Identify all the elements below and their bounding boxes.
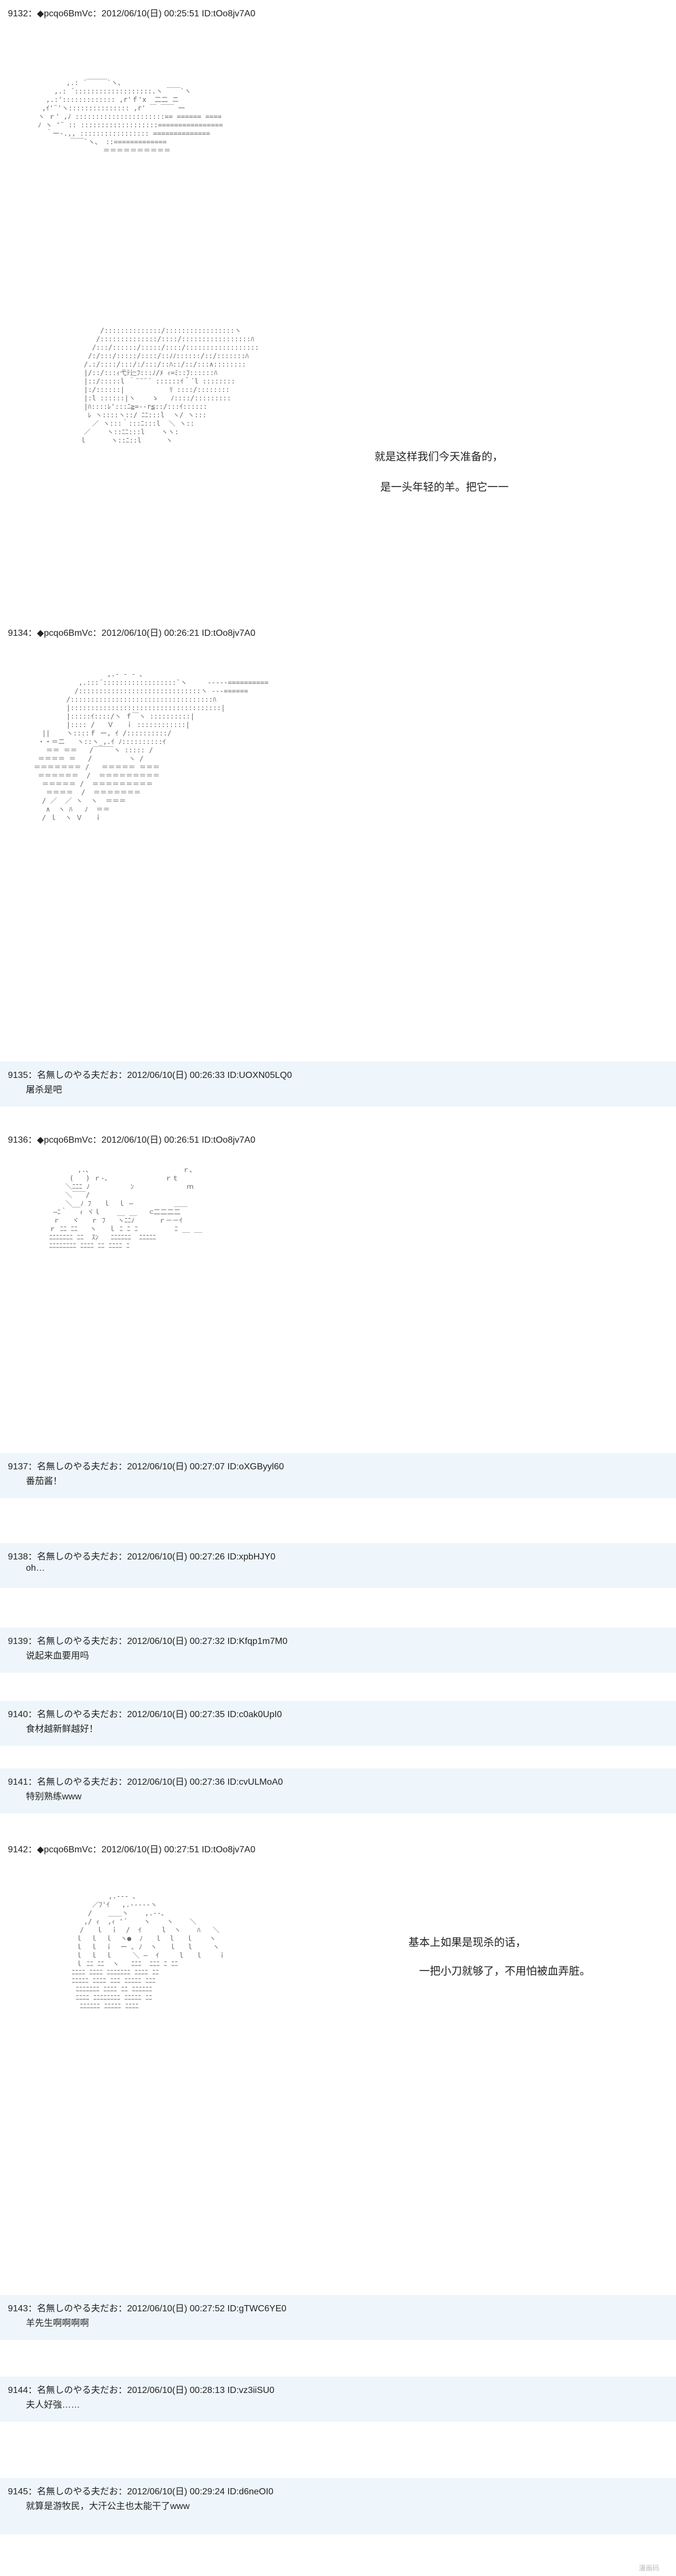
post-9135: 9135：名無しのやる夫だお：2012/06/10(日) 00:26:33 ID… bbox=[0, 1062, 676, 1107]
speech-line: 就是这样我们今天准备的， bbox=[375, 451, 504, 463]
post-header: 9138：名無しのやる夫だお：2012/06/10(日) 00:27:26 ID… bbox=[8, 1552, 275, 1562]
post-body: 番茄酱！ bbox=[26, 1477, 63, 1486]
post-body: 食材越新鲜越好！ bbox=[26, 1724, 99, 1734]
post-body: 羊先生啊啊啊啊 bbox=[26, 2319, 90, 2328]
watermark: 漫画码 bbox=[638, 2564, 659, 2572]
post-header: 9144：名無しのやる夫だお：2012/06/10(日) 00:28:13 ID… bbox=[8, 2386, 275, 2395]
post-body: 就算是游牧民，大汗公主也太能干了www bbox=[26, 2502, 190, 2511]
post-9140: 9140：名無しのやる夫だお：2012/06/10(日) 00:27:35 ID… bbox=[0, 1701, 676, 1746]
post-9144: 9144：名無しのやる夫だお：2012/06/10(日) 00:28:13 ID… bbox=[0, 2377, 676, 2422]
speech-line: 是一头年轻的羊。把它一一 bbox=[380, 482, 509, 493]
post-body: 屠杀是吧 bbox=[26, 1085, 63, 1095]
post-9145: 9145：名無しのやる夫だお：2012/06/10(日) 00:29:24 ID… bbox=[0, 2478, 676, 2534]
speech-line: 一把小刀就够了，不用怕被血弄脏。 bbox=[419, 1966, 591, 1977]
post-header: 9141：名無しのやる夫だお：2012/06/10(日) 00:27:36 ID… bbox=[8, 1777, 283, 1787]
post-header: 9145：名無しのやる夫だお：2012/06/10(日) 00:29:24 ID… bbox=[8, 2487, 274, 2497]
post-header: 9136：◆pcqo6BmVc：2012/06/10(日) 00:26:51 I… bbox=[8, 1135, 256, 1145]
ascii-art-text: ,.､ ｒ､ ( ) ｒ-､ ｒｔ ＼ﾆﾆﾆ ﾉ ﾝ ｍ ＼￣￣/ ＼__ﾉ ﾌ… bbox=[49, 1166, 203, 1250]
post-body: 夫人好強…… bbox=[26, 2400, 81, 2410]
post-header: 9134：◆pcqo6BmVc：2012/06/10(日) 00:26:21 I… bbox=[8, 629, 256, 638]
post-9138: 9138：名無しのやる夫だお：2012/06/10(日) 00:27:26 ID… bbox=[0, 1543, 676, 1588]
post-body: oh… bbox=[26, 1563, 45, 1573]
post-9141: 9141：名無しのやる夫だお：2012/06/10(日) 00:27:36 ID… bbox=[0, 1768, 676, 1813]
post-9142: 9142：◆pcqo6BmVc：2012/06/10(日) 00:27:51 I… bbox=[0, 1836, 676, 2258]
post-header: 9143：名無しのやる夫だお：2012/06/10(日) 00:27:52 ID… bbox=[8, 2304, 287, 2314]
post-header: 9142：◆pcqo6BmVc：2012/06/10(日) 00:27:51 I… bbox=[8, 1845, 256, 1855]
ascii-art-text: /::::::::::::::/:::::::::::::::::ヽ /::::… bbox=[79, 327, 259, 444]
post-9137: 9137：名無しのやる夫だお：2012/06/10(日) 00:27:07 ID… bbox=[0, 1453, 676, 1498]
post-body: 说起来血要用吗 bbox=[26, 1651, 90, 1661]
post-body: 特别熟练www bbox=[26, 1792, 82, 1802]
post-9143: 9143：名無しのやる夫だお：2012/06/10(日) 00:27:52 ID… bbox=[0, 2295, 676, 2340]
post-9139: 9139：名無しのやる夫だお：2012/06/10(日) 00:27:32 ID… bbox=[0, 1628, 676, 1673]
ascii-art-text: ,.: ´￣￣￣`ヽ、 ,.: ´:::::::::::::::::::.ヽ ￣… bbox=[38, 79, 223, 154]
post-9134: 9134：◆pcqo6BmVc：2012/06/10(日) 00:26:21 I… bbox=[0, 620, 676, 1036]
ascii-art-text: ,.- ‐ - ､ ,.:::´::::::::::::::::::`ヽ ---… bbox=[34, 670, 269, 822]
post-header: 9140：名無しのやる夫だお：2012/06/10(日) 00:27:35 ID… bbox=[8, 1710, 282, 1719]
post-header: 9139：名無しのやる夫だお：2012/06/10(日) 00:27:32 ID… bbox=[8, 1637, 288, 1646]
speech-line: 基本上如果是现杀的话， bbox=[408, 1937, 527, 1949]
post-header: 9132：◆pcqo6BmVc：2012/06/10(日) 00:25:51 I… bbox=[8, 9, 256, 19]
post-header: 9137：名無しのやる夫だお：2012/06/10(日) 00:27:07 ID… bbox=[8, 1462, 284, 1472]
post-9136: 9136：◆pcqo6BmVc：2012/06/10(日) 00:26:51 I… bbox=[0, 1126, 676, 1430]
ascii-art-text: ,.-‐‐ ､ ／ﾌ'ｲ ,.-‐‐‐-ヽ / ＿＿ヽ ,.--､ ,/ ｨ ,… bbox=[72, 1892, 226, 2010]
post-9132: 9132：◆pcqo6BmVc：2012/06/10(日) 00:25:51 I… bbox=[0, 0, 676, 608]
post-header: 9135：名無しのやる夫だお：2012/06/10(日) 00:26:33 ID… bbox=[8, 1071, 292, 1080]
